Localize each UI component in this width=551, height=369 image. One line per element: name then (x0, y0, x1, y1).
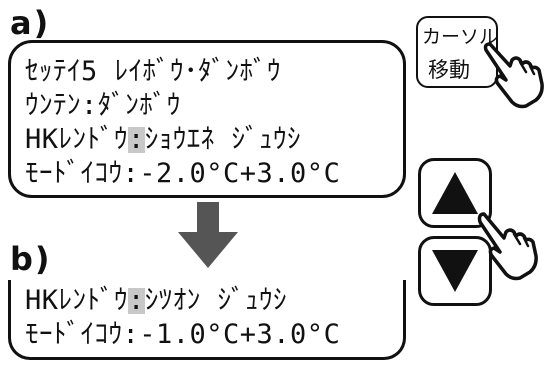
screen-a-line-3-suffix: ｼｮｳｴﾈ ｼﾞｭｳｼ (144, 124, 302, 155)
screen-a-line-2: ｳﾝﾃﾝ:ﾀﾞﾝﾎﾞｳ (25, 90, 181, 121)
transition-arrow-icon (178, 202, 238, 268)
screen-a-line-3-prefix: HKﾚﾝﾄﾞｳ (25, 124, 129, 155)
display-screen-b: HKﾚﾝﾄﾞｳ:ｼﾂｵﾝ ｼﾞｭｳｼ ﾓｰﾄﾞｲｺｳ:-1.0°C+3.0°C (8, 280, 406, 360)
pointing-hand-icon (483, 42, 544, 109)
up-triangle-icon (432, 172, 478, 214)
down-triangle-icon (432, 250, 478, 292)
label-b: b) (10, 240, 52, 278)
pointing-hand-icon (477, 212, 538, 281)
screen-b-line-1-prefix: HKﾚﾝﾄﾞｳ (25, 285, 129, 316)
label-a: a) (10, 4, 51, 42)
cursor-highlight: : (128, 124, 145, 155)
cursor-highlight: : (128, 285, 145, 316)
display-screen-a: ｾｯﾃｲ5 ﾚｲﾎﾞｳ･ﾀﾞﾝﾎﾞｳ ｳﾝﾃﾝ:ﾀﾞﾝﾎﾞｳ HKﾚﾝﾄﾞｳ:ｼ… (8, 40, 406, 198)
screen-b-line-2: ﾓｰﾄﾞｲｺｳ:-1.0°C+3.0°C (25, 319, 341, 350)
screen-b-line-1-suffix: ｼﾂｵﾝ ｼﾞｭｳｼ (144, 285, 288, 316)
cursor-move-button[interactable]: カーソル 移動 (416, 16, 498, 88)
cursor-move-label: カーソル (422, 26, 499, 48)
down-button[interactable] (418, 236, 492, 306)
move-label: 移動 (428, 58, 470, 82)
screen-a-line-1: ｾｯﾃｲ5 ﾚｲﾎﾞｳ･ﾀﾞﾝﾎﾞｳ (25, 56, 282, 87)
screen-b-line-1: HKﾚﾝﾄﾞｳ:ｼﾂｵﾝ ｼﾞｭｳｼ (25, 286, 287, 316)
screen-a-line-4: ﾓｰﾄﾞｲｺｳ:-2.0°C+3.0°C (25, 158, 341, 189)
screen-a-line-3: HKﾚﾝﾄﾞｳ:ｼｮｳｴﾈ ｼﾞｭｳｼ (25, 125, 301, 155)
